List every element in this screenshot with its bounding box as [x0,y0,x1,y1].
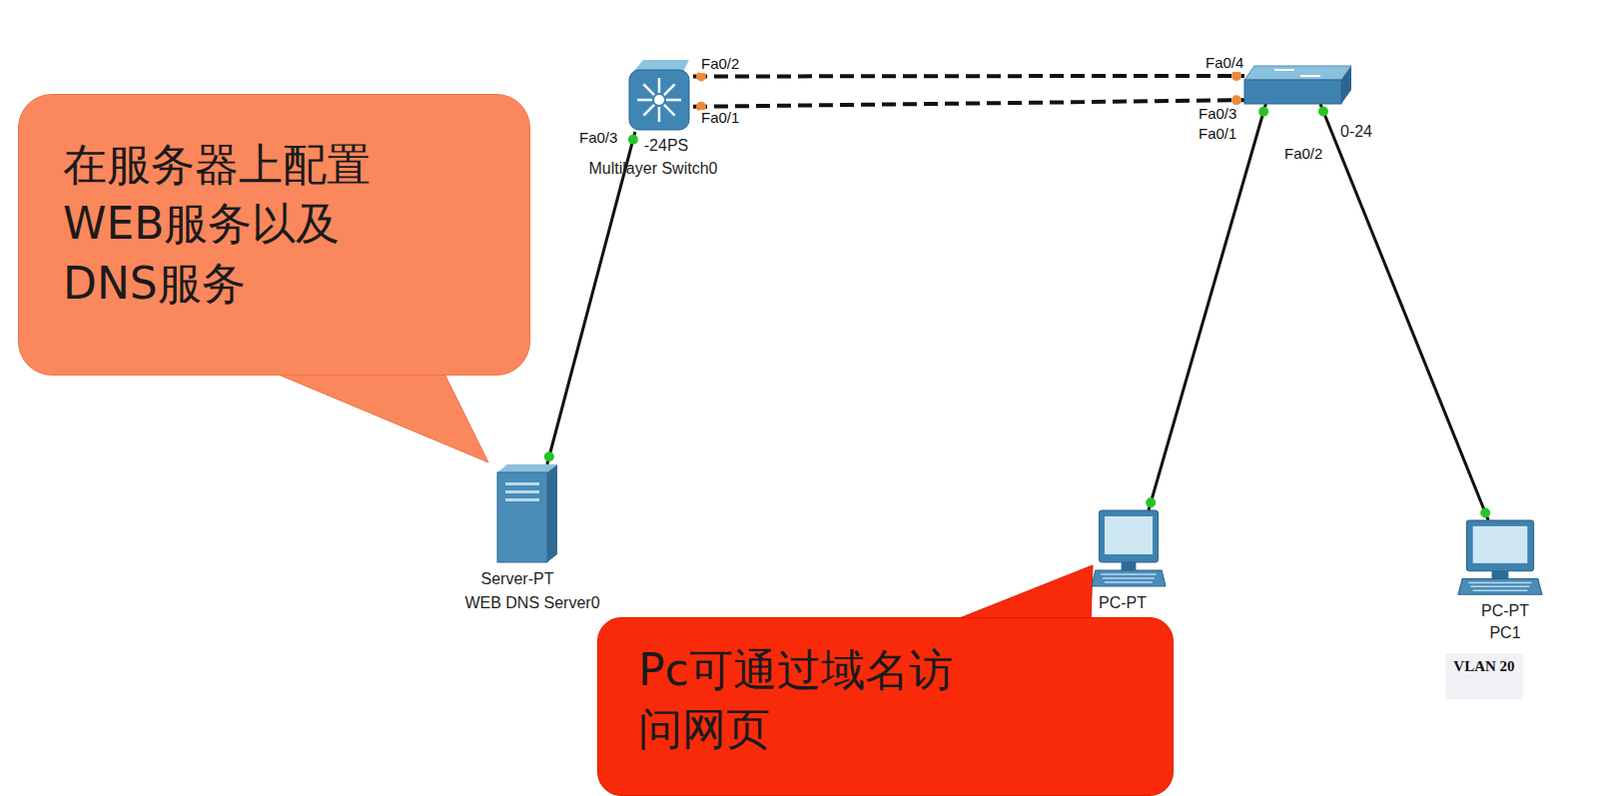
link-light [628,134,639,145]
callout-text: 在服务器上配置WEB服务以及DNS服务 [62,134,403,313]
callout-tail [946,565,1093,624]
multilayer-switch: -24PS Multilayer Switch0 [559,55,718,178]
switch-icon [627,57,694,132]
callout-box: 在服务器上配置WEB服务以及DNS服务 [17,93,531,376]
switch-icon [1244,65,1352,104]
port-label: Fa0/4 [1203,54,1246,72]
device-label: WEB DNS Server0 [464,593,600,613]
pc: PC-PTPC1VLAN 20 [1408,517,1543,700]
link-light [1258,106,1269,117]
ethernet-link [547,131,636,465]
ethernet-link [1148,103,1266,511]
port-label: Fa0/3 [577,129,620,147]
link-light [696,70,707,81]
crossover-link [693,73,1245,79]
pc-icon [1091,510,1166,593]
device-label: 0-24 [1340,121,1373,141]
link-light [1145,497,1156,508]
port-label: Fa0/3 [1196,105,1239,123]
port-label: Fa0/2 [1282,145,1325,163]
callout-text: Pc可通过域名访问网页 [638,640,983,760]
link-light [1231,70,1242,81]
vlan-note: VLAN 20 [1445,653,1523,700]
port-label: Fa0/1 [1196,125,1239,143]
callout-box: Pc可通过域名访问网页 [597,617,1174,796]
device-label: -24PS [644,135,689,155]
link-light [544,451,555,462]
device-label: PC-PT [1481,601,1530,621]
port-label: Fa0/2 [699,55,742,73]
pc: PC-PT [1058,507,1166,613]
ethernet-link [1320,103,1489,521]
callout-tail [261,367,489,463]
server-icon [497,464,558,563]
access-switch: 0-24 [1228,59,1373,141]
pc-icon [1458,520,1543,601]
link-light [1318,105,1329,116]
device-label: Multilayer Switch0 [589,158,719,178]
link-light [1480,508,1491,519]
server: Server-PT WEB DNS Server0 [439,461,601,613]
device-label: Server-PT [481,569,555,589]
port-label: Fa0/1 [699,109,742,127]
crossover-link [693,99,1245,107]
device-label: PC1 [1489,623,1521,643]
link-light [1231,94,1242,105]
device-label: PC-PT [1098,593,1147,613]
